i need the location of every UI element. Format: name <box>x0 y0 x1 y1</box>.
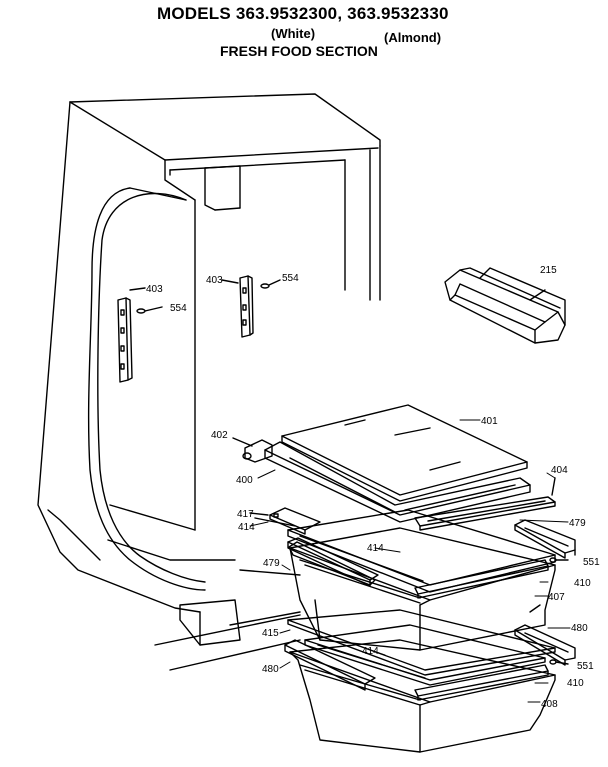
part-label-408: 408 <box>541 699 558 710</box>
variant-white-label: (White) <box>271 26 316 41</box>
part-label-414-a: 414 <box>238 522 255 533</box>
door-gasket <box>87 187 206 591</box>
rail-clip <box>249 507 321 535</box>
part-label-480-left: 480 <box>262 664 279 675</box>
part-label-407: 407 <box>548 592 565 603</box>
part-label-415: 415 <box>262 628 279 639</box>
variant-almond-label: (Almond) <box>384 30 442 45</box>
shelf-frame <box>264 441 531 523</box>
part-label-403-left: 403 <box>146 284 163 295</box>
slide-rail-right-upper <box>514 519 576 559</box>
screw-right <box>260 279 281 289</box>
slide-rail-left-upper <box>287 537 379 587</box>
part-label-554-right: 554 <box>282 273 299 284</box>
lower-crisper-drawer <box>284 639 556 753</box>
part-label-417: 417 <box>237 509 254 520</box>
upper-drawer-handle <box>414 559 549 599</box>
part-label-410-a: 410 <box>574 578 591 589</box>
clip-551-upper <box>549 557 569 563</box>
part-label-215: 215 <box>540 265 557 276</box>
part-label-400: 400 <box>236 475 253 486</box>
upper-crisper-drawer <box>288 527 556 651</box>
part-label-414-b: 414 <box>367 543 384 554</box>
part-label-551-b: 551 <box>577 661 594 672</box>
part-label-403-right: 403 <box>206 275 223 286</box>
shelf-ladder-left <box>117 287 146 383</box>
glass-shelf <box>281 404 528 502</box>
lower-cover-tray <box>304 624 546 686</box>
part-label-479-left: 479 <box>263 558 280 569</box>
part-label-480-right: 480 <box>571 623 588 634</box>
part-label-404: 404 <box>551 465 568 476</box>
part-label-414-c: 414 <box>362 646 379 657</box>
trim-strip <box>414 477 556 531</box>
screw-left <box>136 306 163 314</box>
part-labels: 403 554 403 554 215 401 402 400 404 417 … <box>146 265 600 710</box>
cabinet-liner <box>37 93 381 671</box>
shelf-ladder-right <box>221 275 254 338</box>
part-label-551-a: 551 <box>583 557 600 568</box>
slide-rail-right-lower <box>514 624 576 666</box>
part-label-479-right: 479 <box>569 518 586 529</box>
part-label-410-b: 410 <box>567 678 584 689</box>
lower-drawer-handle <box>414 664 549 701</box>
clip-551-lower <box>549 659 569 665</box>
shelf-bracket <box>232 437 273 463</box>
part-label-402: 402 <box>211 430 228 441</box>
door-bin <box>444 267 566 344</box>
models-title: MODELS 363.9532300, 363.9532330 <box>157 4 449 23</box>
part-label-401: 401 <box>481 416 498 427</box>
leader-lines <box>249 419 571 703</box>
part-label-554-left: 554 <box>170 303 187 314</box>
section-title: FRESH FOOD SECTION <box>220 43 378 59</box>
